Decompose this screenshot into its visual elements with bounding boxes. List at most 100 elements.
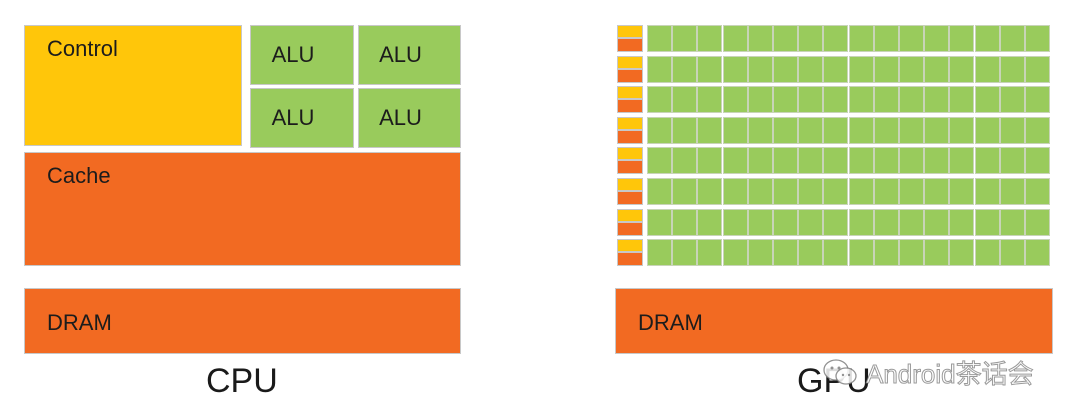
cpu-alu-block: ALU [358,25,461,85]
gpu-alu-cell [849,147,874,174]
gpu-alu-cell [672,117,697,144]
gpu-control-unit [617,147,643,160]
gpu-alu-cell [1000,56,1025,83]
gpu-alu-cell [1000,86,1025,113]
cpu-dram-label: DRAM [47,310,112,335]
gpu-alu-cell [899,209,924,236]
wechat-icon [823,359,857,385]
gpu-control-unit [617,86,643,99]
gpu-alu-cell [798,117,823,144]
gpu-alu-cell [748,209,773,236]
gpu-alu-cell [1025,209,1050,236]
gpu-alu-cell [924,239,949,266]
gpu-alu-cell [823,86,848,113]
cpu-cache-label: Cache [47,163,111,188]
gpu-alu-cell [823,209,848,236]
gpu-alu-cell [899,178,924,205]
gpu-core-row [617,117,1053,144]
gpu-alu-cell [773,239,798,266]
gpu-alu-cell [975,56,1000,83]
gpu-core-row [617,239,1053,266]
gpu-alu-cell [849,25,874,52]
gpu-alu-cell [949,178,974,205]
gpu-alu-cell [697,239,722,266]
cpu-caption: CPU [206,362,278,400]
gpu-alu-cell [975,239,1000,266]
gpu-alu-cell [697,25,722,52]
gpu-alu-cell [924,56,949,83]
watermark-text: Android茶话会 [866,358,1035,389]
gpu-dram-block: DRAM [615,288,1053,354]
gpu-alu-cell [924,86,949,113]
gpu-alu-cell [748,178,773,205]
gpu-alu-cell [798,25,823,52]
cpu-control-label: Control [47,36,118,61]
gpu-control-unit [617,117,643,130]
gpu-alu-cell [823,239,848,266]
gpu-alu-cell [1025,56,1050,83]
gpu-alu-cell [672,147,697,174]
gpu-alu-cell [924,25,949,52]
gpu-alu-cell [697,178,722,205]
gpu-core-row [617,209,1053,236]
gpu-alu-cell [697,56,722,83]
gpu-alu-cell [647,147,672,174]
gpu-alu-cell [823,117,848,144]
gpu-alu-cell [798,209,823,236]
gpu-alu-cell [773,147,798,174]
gpu-alu-cell [899,56,924,83]
gpu-alu-cell [1025,117,1050,144]
gpu-alu-cell [697,147,722,174]
gpu-alu-cell [1000,147,1025,174]
gpu-alu-cell [672,209,697,236]
gpu-alu-cell [899,25,924,52]
gpu-alu-cell [672,25,697,52]
cpu-alu-label: ALU [379,42,422,67]
gpu-cache-unit [617,130,643,144]
cpu-alu-label: ALU [379,105,422,130]
gpu-alu-cell [849,56,874,83]
gpu-core-row [617,25,1053,52]
gpu-alu-cell [849,117,874,144]
gpu-alu-cell [773,178,798,205]
gpu-cache-unit [617,252,643,266]
gpu-alu-cell [697,117,722,144]
gpu-alu-cell [874,86,899,113]
gpu-alu-cell [647,56,672,83]
gpu-alu-cell [849,209,874,236]
gpu-core-row [617,147,1053,174]
gpu-alu-cell [723,117,748,144]
gpu-alu-cell [798,56,823,83]
gpu-alu-cell [874,25,899,52]
gpu-alu-cell [1025,86,1050,113]
gpu-alu-cell [823,56,848,83]
gpu-alu-cell [949,209,974,236]
gpu-alu-cell [1025,25,1050,52]
gpu-control-unit [617,56,643,69]
gpu-alu-cell [748,117,773,144]
gpu-alu-cell [823,25,848,52]
gpu-core-row [617,178,1053,205]
gpu-alu-cell [773,86,798,113]
gpu-alu-cell [874,178,899,205]
gpu-alu-cell [823,147,848,174]
gpu-alu-cell [647,178,672,205]
gpu-alu-cell [773,25,798,52]
cpu-alu-block: ALU [250,25,354,85]
gpu-alu-cell [975,178,1000,205]
gpu-alu-cell [647,86,672,113]
cpu-alu-label: ALU [271,105,315,130]
gpu-alu-cell [1000,25,1025,52]
gpu-alu-cell [672,86,697,113]
gpu-alu-cell [647,117,672,144]
gpu-alu-cell [874,117,899,144]
gpu-alu-cell [1000,209,1025,236]
gpu-alu-cell [975,86,1000,113]
watermark: Android茶话会 [822,354,1034,390]
gpu-alu-cell [949,56,974,83]
cpu-cache-block: Cache [24,152,461,266]
gpu-alu-cell [798,86,823,113]
gpu-cache-unit [617,69,643,83]
gpu-alu-cell [949,239,974,266]
cpu-alu-label: ALU [271,42,315,67]
